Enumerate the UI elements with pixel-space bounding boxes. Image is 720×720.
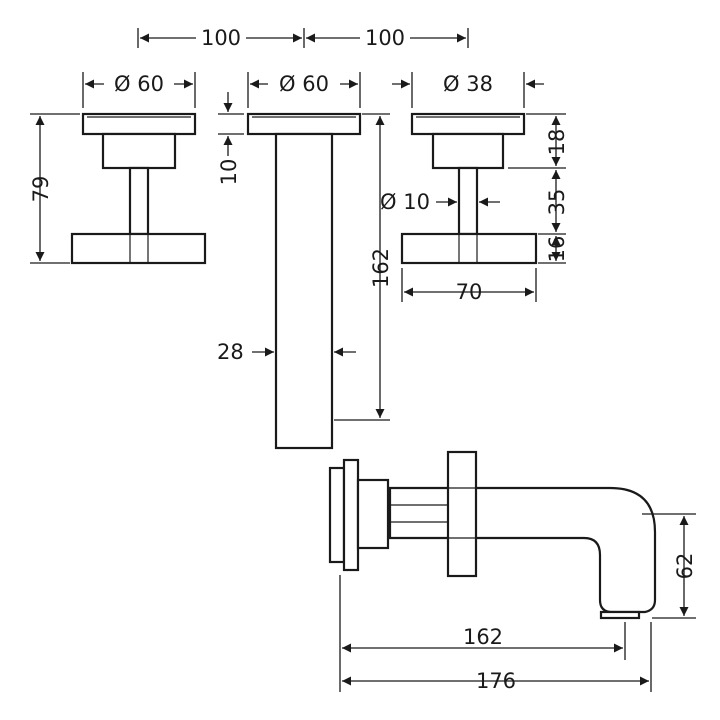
dim-stem-diameter: Ø 10 <box>380 190 430 214</box>
left-handle <box>70 112 207 265</box>
dim-stem-length: 35 <box>545 189 569 216</box>
dim-handle-right-diameter: Ø 38 <box>443 72 493 96</box>
dim-spout-projection: 162 <box>463 625 503 649</box>
dim-handle-height: 79 <box>29 176 53 203</box>
dim-spout-drop: 62 <box>673 553 697 580</box>
dim-spout-width: 28 <box>217 340 244 364</box>
dim-rosette-depth: 18 <box>545 129 569 156</box>
right-handle <box>400 112 538 265</box>
dim-total-projection: 176 <box>476 669 516 693</box>
dim-rosette-thickness: 10 <box>217 159 241 186</box>
spout-side-view <box>328 450 657 620</box>
dim-cross-thickness: 16 <box>545 236 569 263</box>
dim-spout-diameter: Ø 60 <box>279 72 329 96</box>
dimension-lines <box>30 28 696 692</box>
dim-handle-left-diameter: Ø 60 <box>114 72 164 96</box>
dimension-labels: 100 100 Ø 60 Ø 60 Ø 38 79 10 162 28 Ø 10… <box>29 26 697 693</box>
spout-front <box>246 112 362 450</box>
dim-spacing-left: 100 <box>201 26 241 50</box>
dim-handle-width: 70 <box>456 280 483 304</box>
dim-spacing-right: 100 <box>365 26 405 50</box>
dim-spout-length-vertical: 162 <box>369 248 393 288</box>
